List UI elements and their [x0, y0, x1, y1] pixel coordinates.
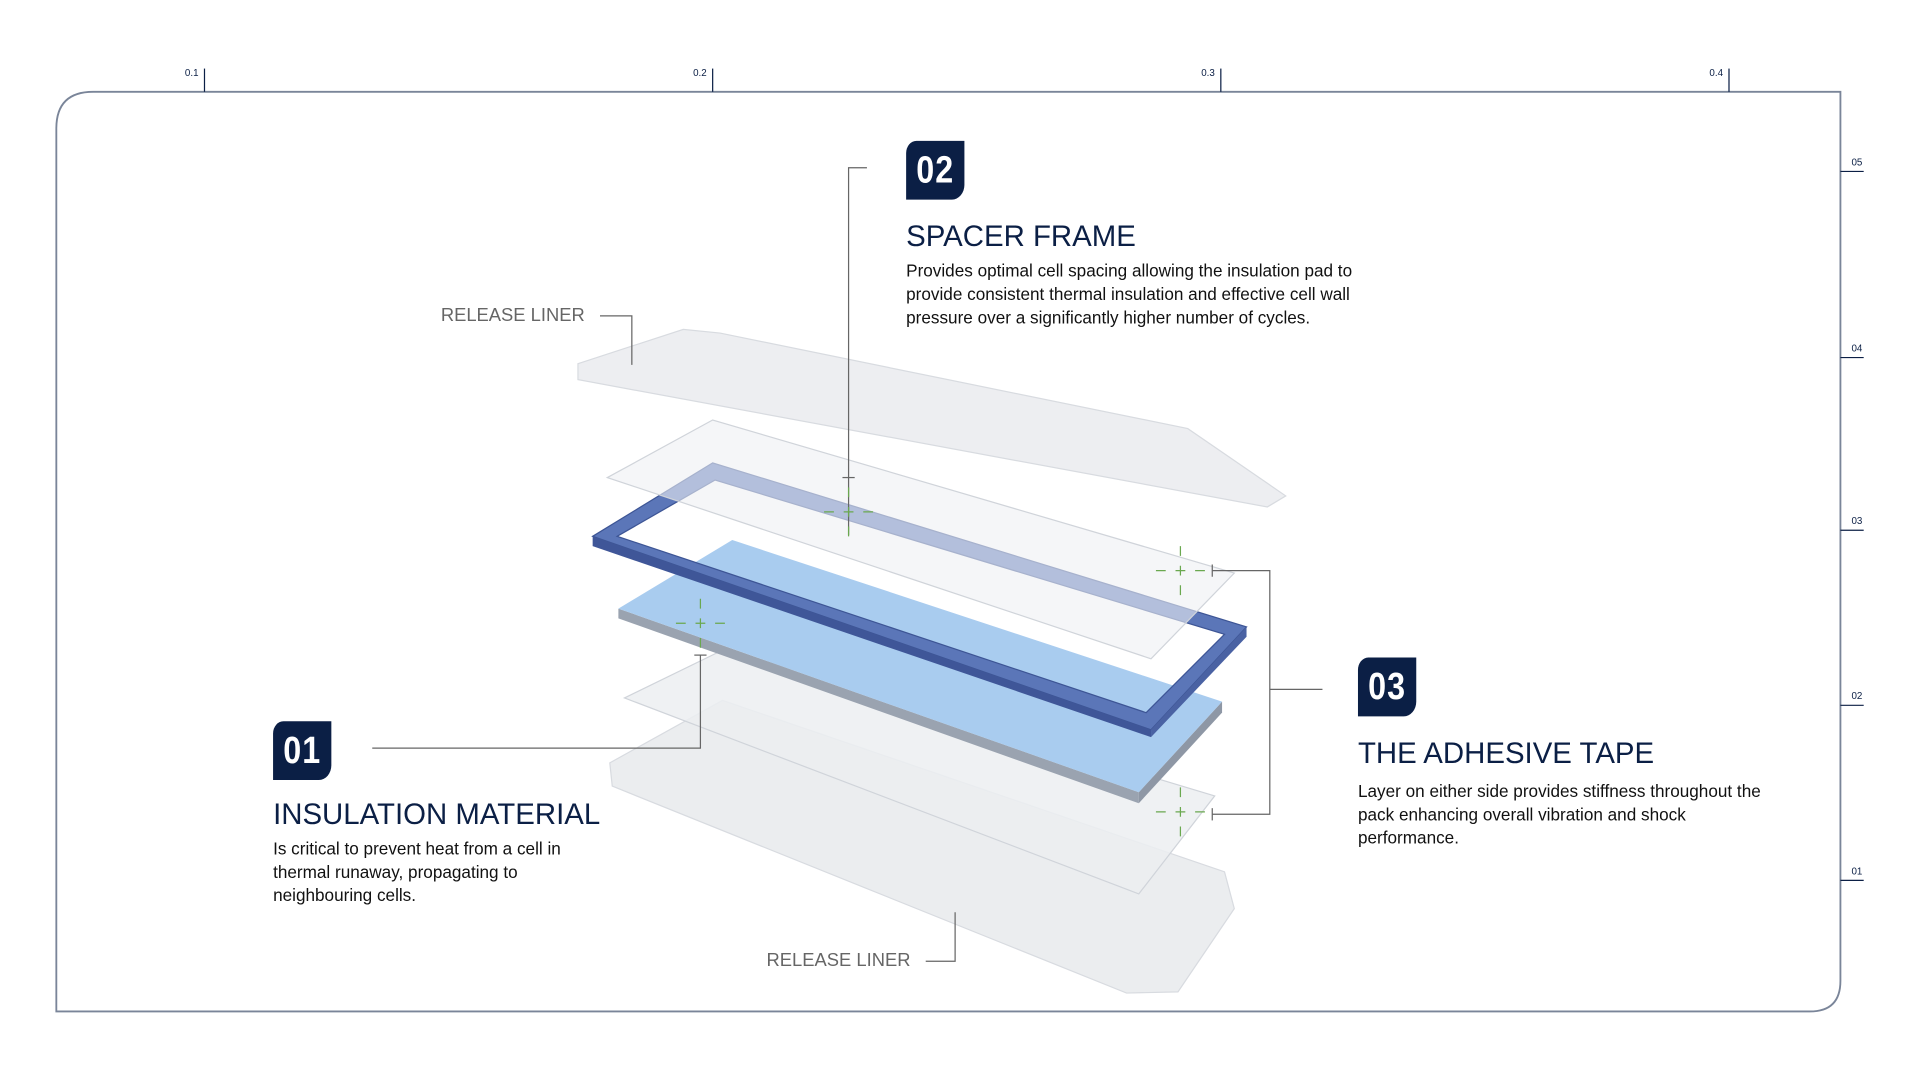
callout-title-spacer-frame: SPACER FRAME	[906, 220, 1136, 254]
callout-body-spacer-frame: Provides optimal cell spacing allowing t…	[906, 260, 1353, 327]
callout-title-insulation-material: INSULATION MATERIAL	[273, 798, 601, 832]
alignment-markers	[675, 487, 1205, 837]
border-frame	[55, 90, 1842, 1013]
ruler-label: 0.1	[184, 67, 199, 79]
callout-body-insulation-material: Is critical to prevent heat from a cell …	[273, 838, 561, 905]
lower-adhesive-tape	[622, 648, 1216, 895]
leader-lines	[372, 167, 1323, 962]
ruler-label: 02	[1851, 690, 1863, 702]
callout-badge-01: 01	[273, 721, 332, 781]
ruler-label: 01	[1851, 865, 1863, 877]
ruler-label: 04	[1851, 342, 1863, 354]
insulation-pad-edge	[618, 608, 1139, 804]
callout-badge-03: 03	[1357, 657, 1417, 717]
release-liner-bottom-label: RELEASE LINER	[766, 950, 911, 972]
ruler-label: 0.3	[1201, 67, 1215, 79]
ruler-label: 05	[1851, 156, 1863, 168]
callout-title-adhesive-tape: THE ADHESIVE TAPE	[1357, 737, 1655, 771]
upper-adhesive-tape	[605, 419, 1236, 660]
release-liner-top-label: RELEASE LINER	[440, 304, 585, 326]
top-release-liner	[577, 328, 1287, 508]
top-ruler-ticks	[203, 68, 1864, 882]
ruler-label: 03	[1851, 515, 1863, 527]
callout-body-adhesive-tape: Layer on either side provides stiffness …	[1357, 781, 1761, 848]
ruler-label: 0.2	[693, 67, 707, 79]
callout-badge-02: 02	[906, 140, 965, 200]
ruler-label: 0.4	[1709, 67, 1724, 79]
